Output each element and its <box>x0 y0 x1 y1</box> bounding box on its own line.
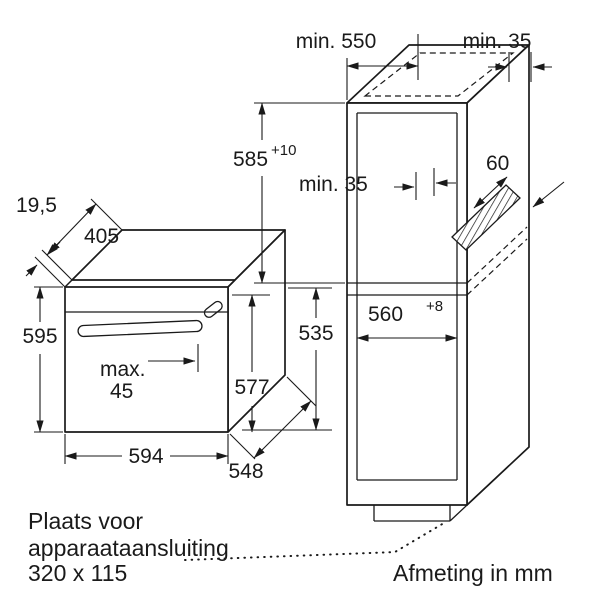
dim-oven-height: 595 <box>22 286 63 433</box>
dim-label-niche-width-tolerance: +8 <box>426 298 443 315</box>
dim-cabinet-depth: min. 550 <box>296 30 419 100</box>
dim-oven-handle-protrusion: max. 45 <box>100 344 199 403</box>
oven-handle-end-cap <box>203 300 223 318</box>
cabinet-drawing <box>346 44 530 522</box>
dim-label-vent-depth: 60 <box>486 152 509 175</box>
note-connection-line2: apparaataansluiting <box>28 535 229 561</box>
cabinet-top-vent-dashed <box>363 52 515 97</box>
dim-label-mid-rear-gap: min. 35 <box>299 173 368 196</box>
dim-oven-top-depth: 405 <box>46 198 123 256</box>
plinth-bottom-rear <box>449 476 498 522</box>
dim-label-cabinet-depth: min. 550 <box>296 30 377 53</box>
dim-top-rear-gap: min. 35 <box>463 30 552 82</box>
oven-door-edge-left <box>64 279 73 288</box>
oven-front-face <box>64 286 229 433</box>
dim-vent-depth: 60 <box>473 152 565 209</box>
dim-oven-width: 594 <box>64 434 229 468</box>
dim-label-front-height: 577 <box>234 376 269 399</box>
cabinet-shelf-hidden-bottom <box>466 238 528 296</box>
dim-oven-door-thickness: 19,5 <box>16 194 73 288</box>
connection-note: Plaats voor apparaataansluiting 320 x 11… <box>28 508 445 586</box>
dim-label-oven-width: 594 <box>128 445 163 468</box>
dim-label-niche-width: 560 <box>368 303 403 326</box>
dim-label-oven-depth: 548 <box>228 460 263 483</box>
cabinet-shelf-hidden-top <box>466 226 528 284</box>
note-connection-size: 320 x 115 <box>28 560 127 586</box>
dim-niche-height: 585 +10 <box>233 102 345 284</box>
dim-label-rear-height: 535 <box>298 322 333 345</box>
dim-label-handle-max: max. <box>100 358 146 381</box>
oven-door-handle <box>77 319 203 338</box>
cabinet-front-face <box>346 102 468 506</box>
dim-label-niche-height-tolerance: +10 <box>271 142 296 159</box>
dim-niche-width: 560 +8 <box>356 298 458 342</box>
dim-label-niche-height: 585 <box>233 148 268 171</box>
oven-door-edge-right <box>227 279 236 288</box>
units-note: Afmeting in mm <box>393 560 553 586</box>
oven-drawing <box>64 229 286 433</box>
dim-mid-rear-gap: min. 35 <box>299 168 456 200</box>
dim-label-oven-height: 595 <box>22 325 57 348</box>
vent-pointer-arrow <box>532 181 565 208</box>
dim-label-door-thickness: 19,5 <box>16 194 57 217</box>
dim-oven-depth: 548 <box>228 376 317 483</box>
note-connection-line1: Plaats voor <box>28 508 143 534</box>
dim-label-top-rear-gap: min. 35 <box>463 30 532 53</box>
dim-oven-front-height: 577 <box>232 294 270 433</box>
dim-label-top-depth: 405 <box>84 225 119 248</box>
dim-label-handle-value: 45 <box>110 380 133 403</box>
